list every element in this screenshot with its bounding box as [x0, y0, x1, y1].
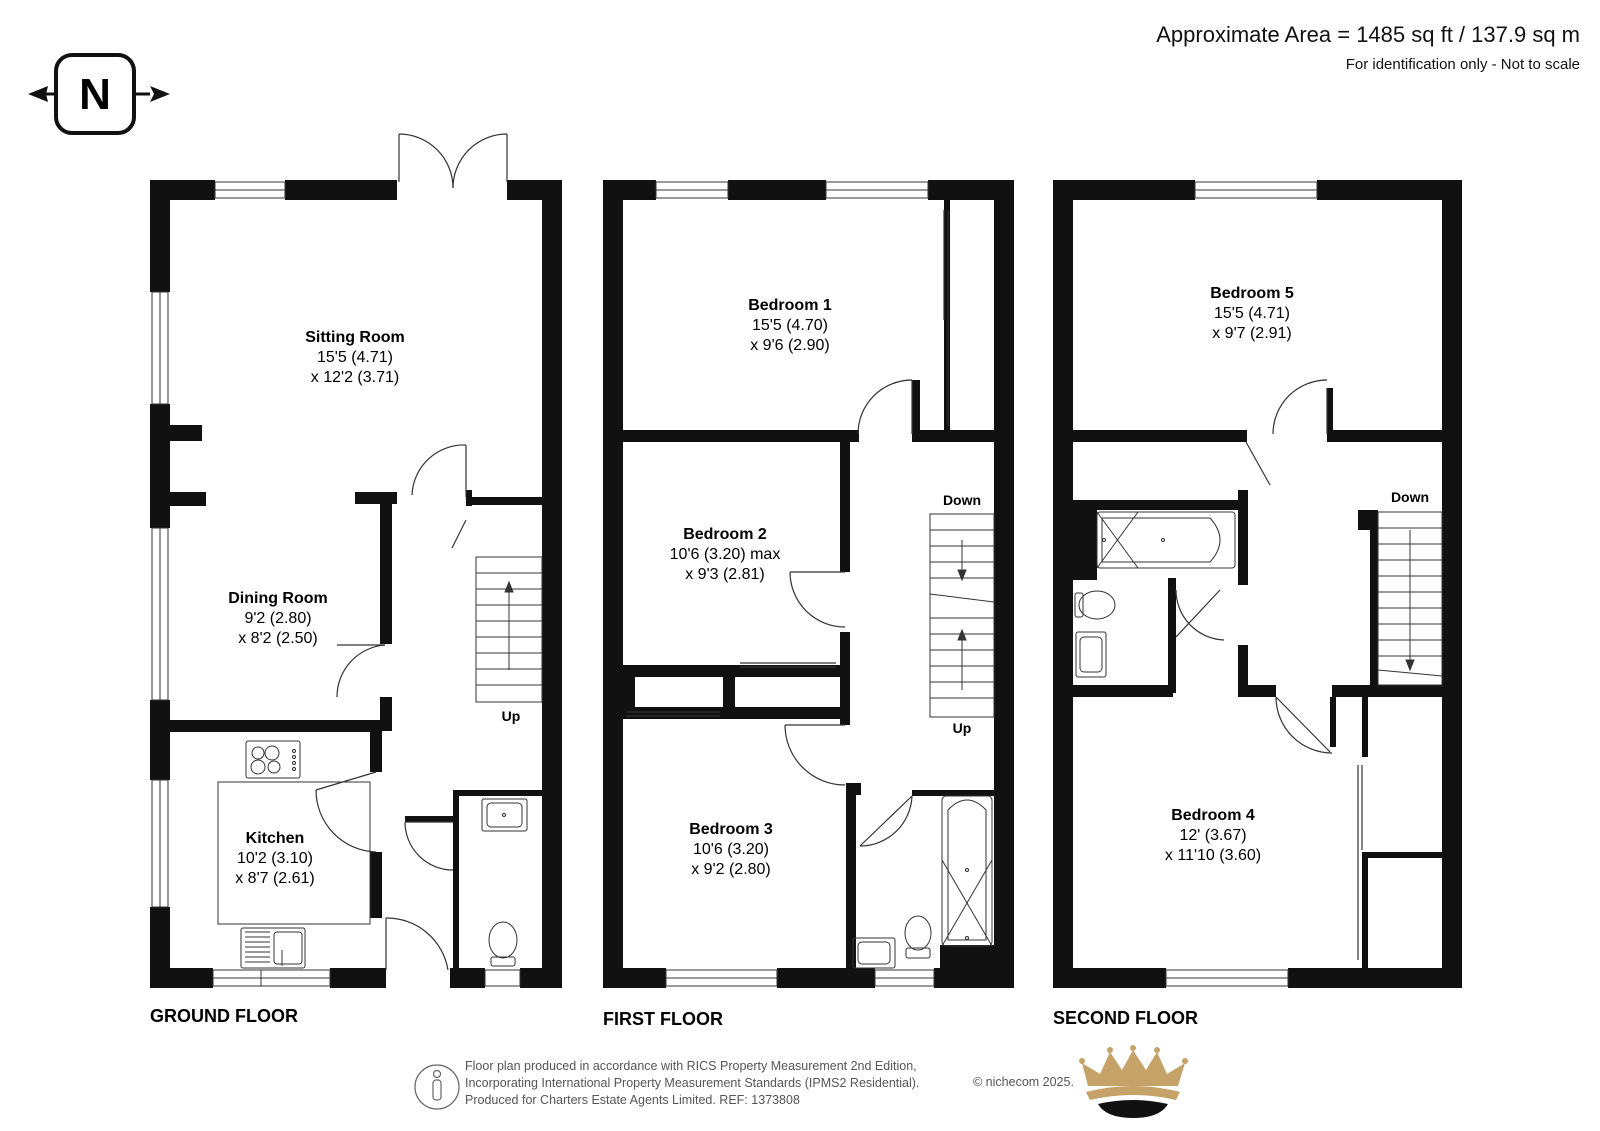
- dining-room-dim1: 9'2 (2.80): [244, 610, 311, 627]
- first-floor-labels: Bedroom 1 15'5 (4.70) x 9'6 (2.90) Bedro…: [603, 297, 981, 1029]
- bedroom4-dim1: 12' (3.67): [1179, 827, 1246, 844]
- north-compass-icon: N: [28, 53, 170, 135]
- footer-line-3: Produced for Charters Estate Agents Limi…: [465, 1093, 800, 1107]
- first-floor-stairs: [929, 513, 995, 718]
- first-floor-walls: [603, 180, 1014, 988]
- ground-floor-windows: [151, 181, 521, 987]
- footer-line-1: Floor plan produced in accordance with R…: [465, 1059, 917, 1073]
- second-floor-fixtures: [1074, 511, 1236, 678]
- scale-note: For identification only - Not to scale: [1345, 56, 1580, 73]
- second-floor-doors: [1175, 379, 1363, 960]
- ground-floor-labels: Sitting Room 15'5 (4.71) x 12'2 (3.71) D…: [150, 329, 520, 1026]
- crown-logo-icon: [1079, 1045, 1188, 1118]
- ground-floor-fixtures: [217, 740, 528, 969]
- sitting-room-dim2: x 12'2 (3.71): [311, 369, 399, 386]
- bedroom1-dim2: x 9'6 (2.90): [750, 337, 830, 354]
- kitchen-name: Kitchen: [246, 830, 305, 847]
- bedroom3-dim1: 10'6 (3.20): [693, 841, 769, 858]
- bedroom5-dim1: 15'5 (4.71): [1214, 305, 1290, 322]
- bedroom3-dim2: x 9'2 (2.80): [691, 861, 771, 878]
- dining-room-dim2: x 8'2 (2.50): [238, 630, 318, 647]
- bedroom5-name: Bedroom 5: [1210, 285, 1294, 302]
- bedroom3-name: Bedroom 3: [689, 821, 773, 838]
- footer-disclaimer: Floor plan produced in accordance with R…: [465, 1058, 919, 1109]
- rics-person-icon: [414, 1064, 460, 1110]
- approximate-area: Approximate Area = 1485 sq ft / 137.9 sq…: [1156, 22, 1580, 47]
- second-floor-label: SECOND FLOOR: [1053, 1008, 1198, 1028]
- bedroom4-dim2: x 11'10 (3.60): [1165, 847, 1261, 864]
- second-floor-windows: [1165, 181, 1318, 987]
- bedroom1-dim1: 15'5 (4.70): [752, 317, 828, 334]
- second-floor-walls: [1053, 180, 1462, 988]
- ground-stairs-up-label: Up: [502, 708, 521, 724]
- copyright: © nichecom 2025.: [973, 1075, 1074, 1089]
- svg-text:N: N: [79, 70, 111, 119]
- second-stairs-down-label: Down: [1391, 489, 1429, 505]
- first-floor-doors: [626, 210, 949, 847]
- dining-room-name: Dining Room: [228, 590, 328, 607]
- first-floor-fixtures: [852, 795, 993, 969]
- ground-floor-label: GROUND FLOOR: [150, 1006, 298, 1026]
- first-floor-label: FIRST FLOOR: [603, 1009, 723, 1029]
- bedroom2-name: Bedroom 2: [683, 526, 767, 543]
- first-stairs-up-label: Up: [953, 720, 972, 736]
- bedroom2-dim1: 10'6 (3.20) max: [670, 546, 781, 563]
- footer-line-2: Incorporating International Property Mea…: [465, 1076, 920, 1090]
- kitchen-dim2: x 8'7 (2.61): [235, 870, 315, 887]
- bedroom4-name: Bedroom 4: [1171, 807, 1255, 824]
- sitting-room-dim1: 15'5 (4.71): [317, 349, 393, 366]
- bedroom2-dim2: x 9'3 (2.81): [685, 566, 765, 583]
- sitting-room-name: Sitting Room: [305, 329, 405, 346]
- second-floor-stairs: [1377, 511, 1443, 686]
- kitchen-dim1: 10'2 (3.10): [237, 850, 313, 867]
- first-floor-windows: [655, 181, 935, 987]
- ground-floor-walls: [150, 180, 562, 988]
- ground-floor-doors: [315, 133, 508, 971]
- first-stairs-down-label: Down: [943, 492, 981, 508]
- ground-floor-stairs: [475, 556, 543, 703]
- bedroom1-name: Bedroom 1: [748, 297, 832, 314]
- second-floor-labels: Bedroom 5 15'5 (4.71) x 9'7 (2.91) Bedro…: [1053, 285, 1429, 1028]
- bedroom5-dim2: x 9'7 (2.91): [1212, 325, 1292, 342]
